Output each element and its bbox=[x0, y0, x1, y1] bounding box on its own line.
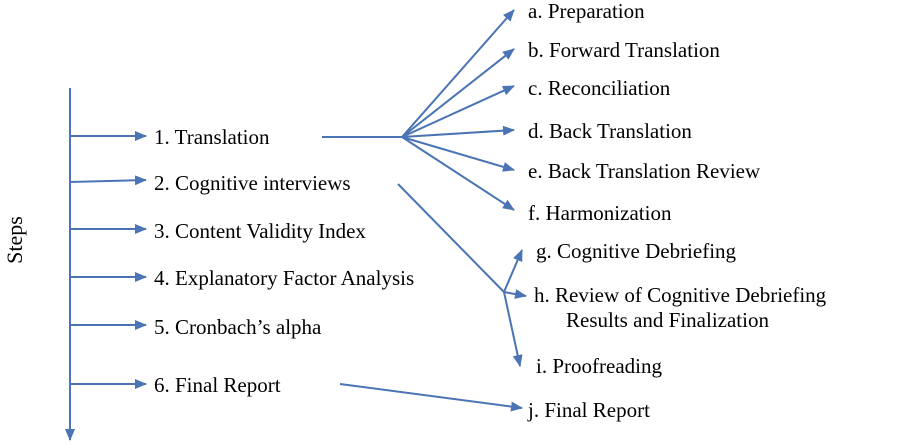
arrow-axis-to-step-2 bbox=[69, 175, 147, 186]
main-step-cronbachs-alpha: 5. Cronbach’s alpha bbox=[154, 315, 322, 339]
main-step-final-report: 6. Final Report bbox=[154, 373, 281, 397]
arrow-to-harmonization bbox=[401, 136, 515, 211]
sub-step-cognitive-debriefing: g. Cognitive Debriefing bbox=[536, 239, 737, 263]
arrow-to-preparation bbox=[401, 9, 515, 138]
arrow-to-final-report-sub bbox=[339, 383, 523, 412]
sub-step-review-debriefing-continued: Results and Finalization bbox=[566, 308, 769, 332]
sub-step-back-translation-review: e. Back Translation Review bbox=[528, 159, 761, 183]
sub-step-forward-translation: b. Forward Translation bbox=[528, 38, 720, 62]
main-step-content-validity-index: 3. Content Validity Index bbox=[154, 219, 366, 243]
arrow-to-review-debriefing bbox=[503, 289, 527, 299]
arrow-to-forward-translation bbox=[401, 48, 515, 138]
sub-step-reconciliation: c. Reconciliation bbox=[528, 76, 671, 100]
main-step-translation: 1. Translation bbox=[154, 125, 270, 149]
arrow-to-reconciliation bbox=[401, 85, 515, 138]
sub-step-harmonization: f. Harmonization bbox=[528, 201, 672, 225]
sub-step-final-report: j. Final Report bbox=[527, 398, 650, 422]
main-step-explanatory-factor-analysis: 4. Explanatory Factor Analysis bbox=[154, 266, 414, 290]
arrow-to-back-translation bbox=[401, 125, 515, 138]
sub-step-review-debriefing: h. Review of Cognitive Debriefing bbox=[534, 283, 827, 307]
arrow-to-cognitive-debriefing bbox=[503, 249, 523, 293]
cognitive-branch-stem bbox=[397, 183, 505, 293]
sub-step-proofreading: i. Proofreading bbox=[536, 354, 662, 378]
arrow-to-back-translation-review bbox=[401, 136, 515, 172]
main-step-cognitive-interviews: 2. Cognitive interviews bbox=[154, 171, 351, 195]
sub-step-preparation: a. Preparation bbox=[528, 0, 645, 23]
sub-step-back-translation: d. Back Translation bbox=[528, 119, 692, 143]
arrow-to-proofreading bbox=[503, 291, 523, 367]
steps-axis-title: Steps bbox=[2, 216, 27, 264]
